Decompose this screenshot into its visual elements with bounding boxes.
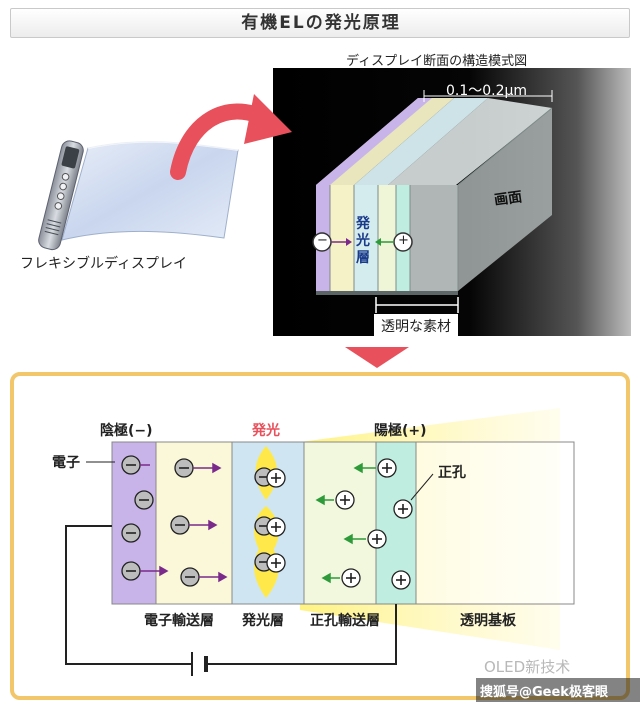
top-illustration: [38, 68, 631, 368]
minus-symbol: −: [317, 233, 328, 248]
watermark-brand: OLED新技术: [484, 658, 571, 676]
layer-label-electron-transport: 電子輸送層: [144, 613, 214, 629]
hole-arrows: [315, 462, 376, 584]
battery-icon: [191, 652, 208, 676]
watermark-credit: 搜狐号@Geek极客眼: [480, 685, 608, 700]
electron-label: 電子: [52, 455, 80, 471]
cross-section-caption: ディスプレイ断面の構造模式図: [346, 54, 528, 69]
electron-arrows: [140, 462, 228, 583]
anode-label: 陽極(+): [374, 423, 427, 439]
title-bar: 有機ELの発光原理: [10, 8, 630, 38]
hole-label: 正孔: [438, 465, 466, 481]
electrons: [121, 455, 274, 587]
cathode-label: 陰極(−): [100, 423, 153, 439]
emission-label: 発光: [252, 423, 280, 439]
page-title: 有機ELの発光原理: [241, 13, 401, 33]
holes: [266, 458, 413, 590]
layer-label-substrate: 透明基板: [460, 613, 516, 629]
flexible-display-label: フレキシブルディスプレイ: [20, 256, 188, 272]
down-arrow: [345, 347, 409, 368]
layer-label-emission: 発光層: [242, 613, 284, 629]
plus-symbol: +: [398, 233, 409, 248]
thickness-label: 0.1〜0.2μm: [446, 83, 528, 99]
emission-layer-vertical-label: 発光層: [356, 216, 370, 266]
substrate-layer: [416, 442, 574, 604]
hole-pointer-line: [410, 473, 434, 501]
hole-transport-layer: [304, 442, 376, 604]
layer-label-hole-transport: 正孔輸送層: [310, 613, 380, 629]
flexible-display-illustration: [38, 140, 239, 251]
circuit-wire: [65, 525, 397, 665]
transparent-material-label: 透明な素材: [381, 319, 451, 335]
layer-stack-block: [312, 90, 553, 336]
watermark-banner: [476, 678, 640, 702]
red-curved-arrow: [170, 94, 292, 180]
